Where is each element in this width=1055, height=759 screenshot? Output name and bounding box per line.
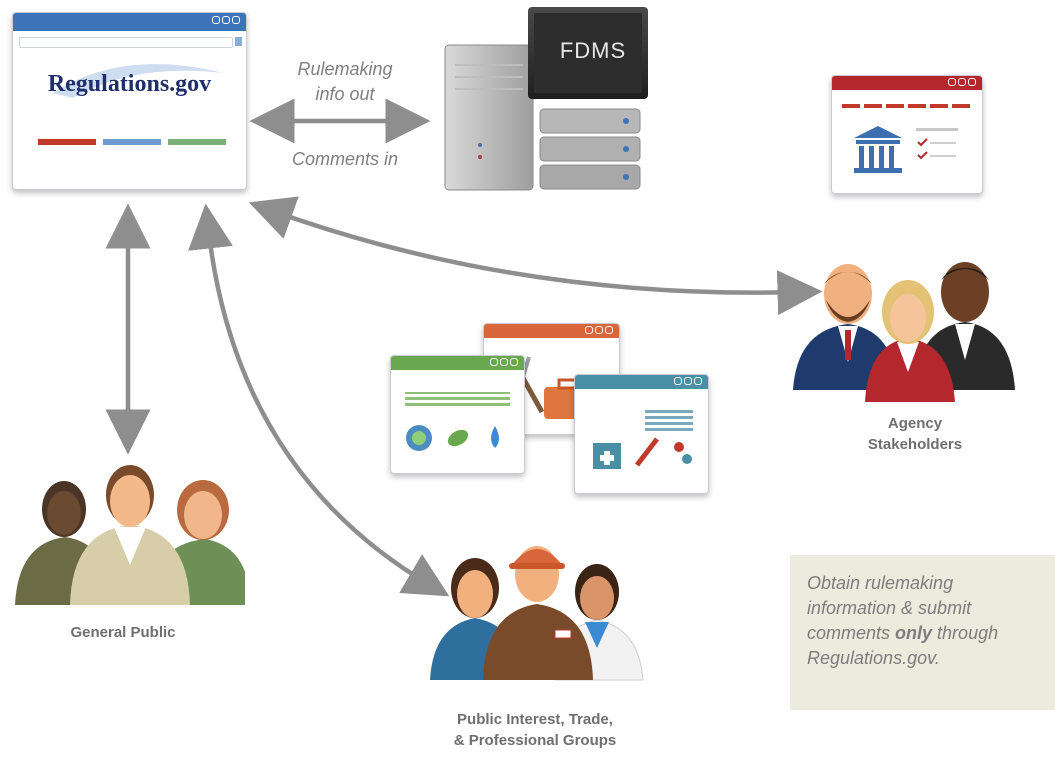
- arrow-regs-groups: [188, 203, 450, 597]
- agency-building-icon: [854, 126, 958, 173]
- note-line-3-start: comments: [807, 623, 896, 643]
- scrollbar: [235, 37, 242, 46]
- address-bar: [19, 37, 233, 48]
- agency-menu-line: [842, 104, 970, 108]
- agency-stakeholders-people: [793, 262, 1015, 402]
- note-line-4: Regulations.gov.: [807, 648, 940, 668]
- general-public-people: [15, 465, 245, 605]
- note-emphasis-only: only: [895, 623, 933, 643]
- interest-groups-label: Public Interest, Trade, & Professional G…: [453, 711, 617, 749]
- fdms-server: [444, 7, 648, 191]
- teal-health-window[interactable]: [574, 374, 709, 494]
- health-icons: [593, 437, 692, 469]
- green-text-lines: [405, 392, 510, 406]
- note-line-2: information & submit: [807, 598, 972, 618]
- arrow-regs-agency: [248, 196, 823, 316]
- general-public-label: General Public: [70, 624, 176, 641]
- environment-icons: [406, 425, 499, 451]
- rulemaking-info-out-label: Rulemaking info out: [297, 59, 393, 104]
- interest-groups-people: [430, 546, 644, 681]
- nav-button-red[interactable]: [38, 139, 96, 145]
- instruction-note: Obtain rulemaking information & submit c…: [790, 555, 1055, 710]
- agency-window[interactable]: [831, 75, 983, 194]
- nav-button-blue[interactable]: [103, 139, 161, 145]
- note-line-3: comments only through: [807, 621, 1055, 646]
- green-environment-window[interactable]: [390, 355, 525, 474]
- site-logo[interactable]: Regulations.gov: [47, 71, 212, 97]
- agency-stakeholders-label: Agency Stakeholders: [867, 415, 963, 453]
- comments-in-label: Comments in: [291, 149, 399, 169]
- regulations-gov-window[interactable]: Regulations.gov: [12, 12, 247, 190]
- swoosh-graphic: [53, 64, 223, 98]
- teal-text-lines: [645, 407, 693, 431]
- fdms-label: FDMS: [559, 38, 627, 63]
- note-line-1: Obtain rulemaking: [807, 573, 954, 593]
- nav-button-green[interactable]: [168, 139, 226, 145]
- note-line-3-end: through: [932, 623, 999, 643]
